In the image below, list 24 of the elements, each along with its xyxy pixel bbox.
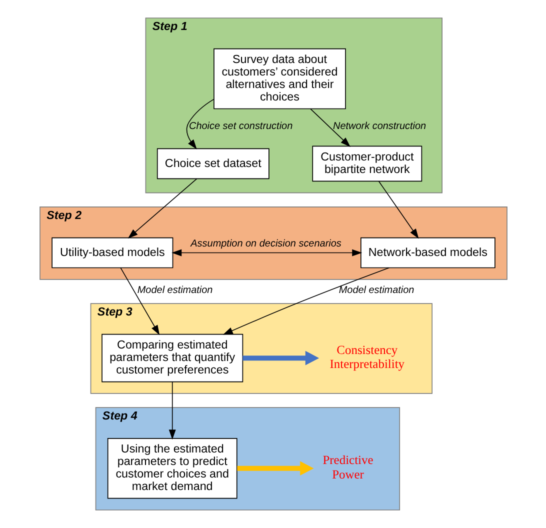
arrow [127,178,197,239]
node-box: Utility-based models [51,237,173,268]
node-box: Network-based models [360,237,495,268]
arrow [378,180,418,239]
node-box: Choice set dataset [156,148,269,180]
node-box: Using the estimated parameters to predict customer choices and market demand [106,438,237,499]
edge-label: Assumption on decision scenarios [190,238,341,250]
arrow [186,98,214,150]
arrow [120,267,160,336]
arrow [242,350,319,366]
node-box: Customer-product bipartite network [312,146,422,182]
node-box: Survey data about customers’ considered alternatives and their choices [213,48,346,110]
edge-label: Network construction [332,121,426,132]
node-text: Predictive Power [322,453,373,482]
arrow [236,461,314,476]
edge-label: Model estimation [338,285,414,296]
node-text: Consistency Interpretability [329,342,404,372]
arrow [222,267,390,335]
edge-label: Choice set construction [188,121,292,132]
arrow [310,108,350,147]
arrow [168,382,176,440]
node-box: Comparing estimated parameters that quantify customer preferences [101,334,243,382]
edge-label: Model estimation [136,285,212,296]
arrow [171,249,362,256]
